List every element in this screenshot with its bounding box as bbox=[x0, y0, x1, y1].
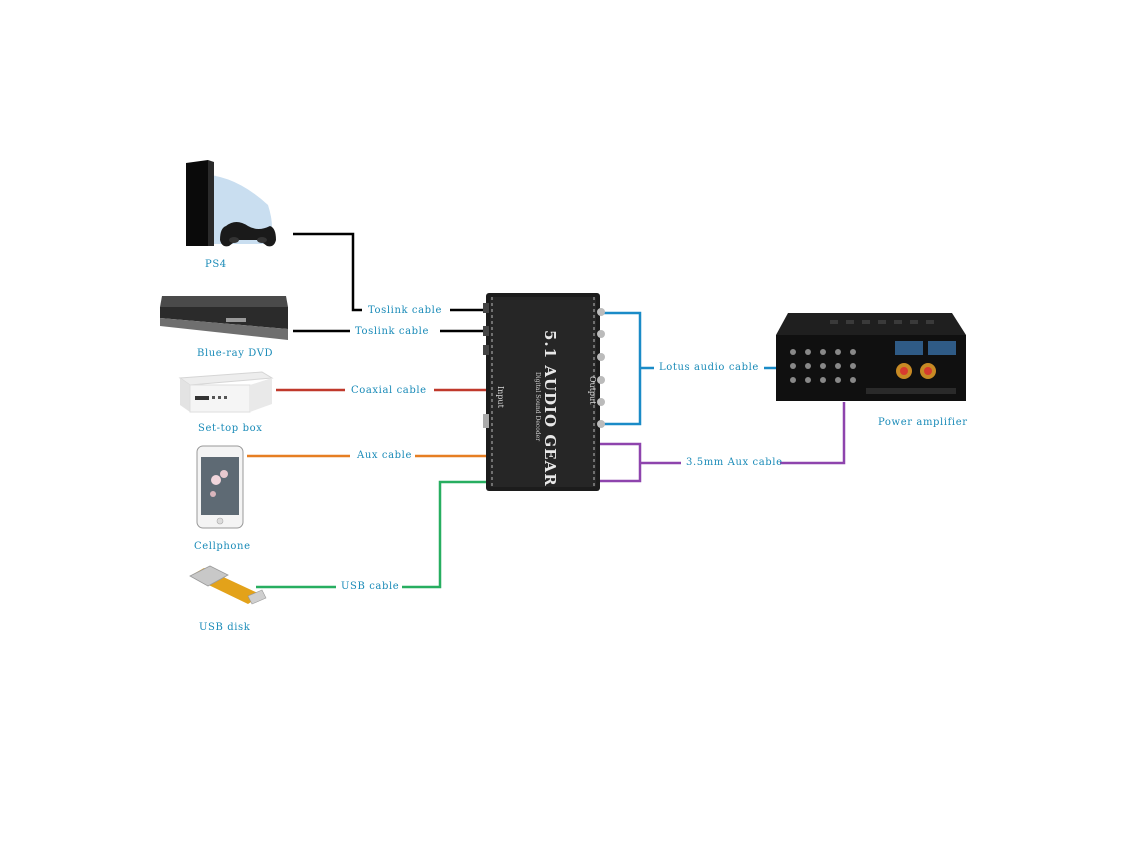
aux-cable-label: Aux cable bbox=[356, 450, 412, 461]
amplifier-vents bbox=[830, 320, 934, 324]
audio-decoder-box: 5.1 AUDIO GEAR Digital Sound Decoder Inp… bbox=[483, 293, 605, 491]
settop-label: Set-top box bbox=[198, 423, 262, 434]
decoder-output-label: Output bbox=[588, 376, 597, 405]
aux-cable: Aux cable bbox=[247, 450, 487, 461]
lotus-audio-cable: Lotus audio cable bbox=[598, 311, 778, 426]
toslink-cable-bluray: Toslink cable bbox=[293, 326, 487, 337]
usb-disk-image bbox=[189, 565, 267, 605]
bluray-player-image bbox=[160, 296, 288, 340]
lotus-cable-label: Lotus audio cable bbox=[659, 362, 759, 373]
ps4-label: PS4 bbox=[205, 259, 227, 270]
toslink-cable-ps4: Toslink cable bbox=[293, 232, 487, 316]
decoder-input-label: Input bbox=[496, 386, 505, 409]
cellphone-image bbox=[196, 445, 244, 529]
decoder-subtitle: Digital Sound Decoder bbox=[534, 372, 541, 441]
ps4-console-image bbox=[186, 160, 276, 247]
amplifier-knobs bbox=[790, 349, 856, 383]
amplifier-label: Power amplifier bbox=[878, 417, 968, 428]
toslink-cable-label-2: Toslink cable bbox=[355, 326, 429, 337]
input-jacks bbox=[483, 303, 489, 428]
usb-cable: USB cable bbox=[256, 480, 487, 592]
coaxial-cable: Coaxial cable bbox=[276, 385, 487, 396]
settop-box-image bbox=[178, 371, 274, 413]
aux-35mm-cable: 3.5mm Aux cable bbox=[598, 402, 846, 483]
power-amplifier-image bbox=[776, 313, 966, 401]
toslink-cable-label-1: Toslink cable bbox=[368, 305, 442, 316]
usb-cable-label: USB cable bbox=[341, 581, 399, 592]
usb-disk-label: USB disk bbox=[199, 622, 251, 633]
cellphone-label: Cellphone bbox=[194, 541, 251, 552]
bluray-label: Blue-ray DVD bbox=[197, 348, 273, 359]
coaxial-cable-label: Coaxial cable bbox=[351, 385, 427, 396]
decoder-title: 5.1 AUDIO GEAR bbox=[541, 330, 559, 487]
output-jacks bbox=[597, 308, 605, 428]
aux35-cable-label: 3.5mm Aux cable bbox=[686, 457, 783, 468]
